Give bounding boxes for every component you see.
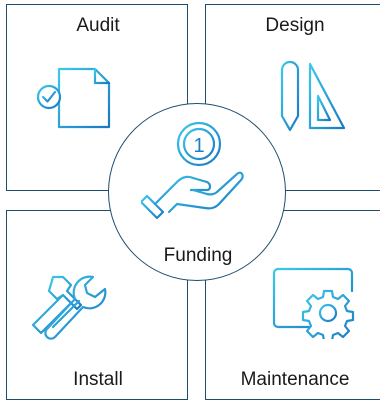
funding-circle: 1 Funding	[108, 103, 286, 281]
audit-document-icon	[36, 67, 111, 129]
wrench-tools-icon	[31, 275, 107, 340]
maintenance-label: Maintenance	[240, 369, 350, 390]
coin-numeral: 1	[193, 135, 204, 157]
install-label: Install	[73, 369, 123, 390]
funding-label: Funding	[163, 245, 233, 266]
audit-quadrant: Audit	[6, 4, 188, 191]
audit-label: Audit	[76, 15, 120, 36]
pencil-ruler-icon	[280, 60, 346, 132]
design-label: Design	[265, 15, 325, 36]
hand-coin-icon: 1	[141, 121, 244, 220]
browser-gear-icon	[272, 267, 355, 339]
